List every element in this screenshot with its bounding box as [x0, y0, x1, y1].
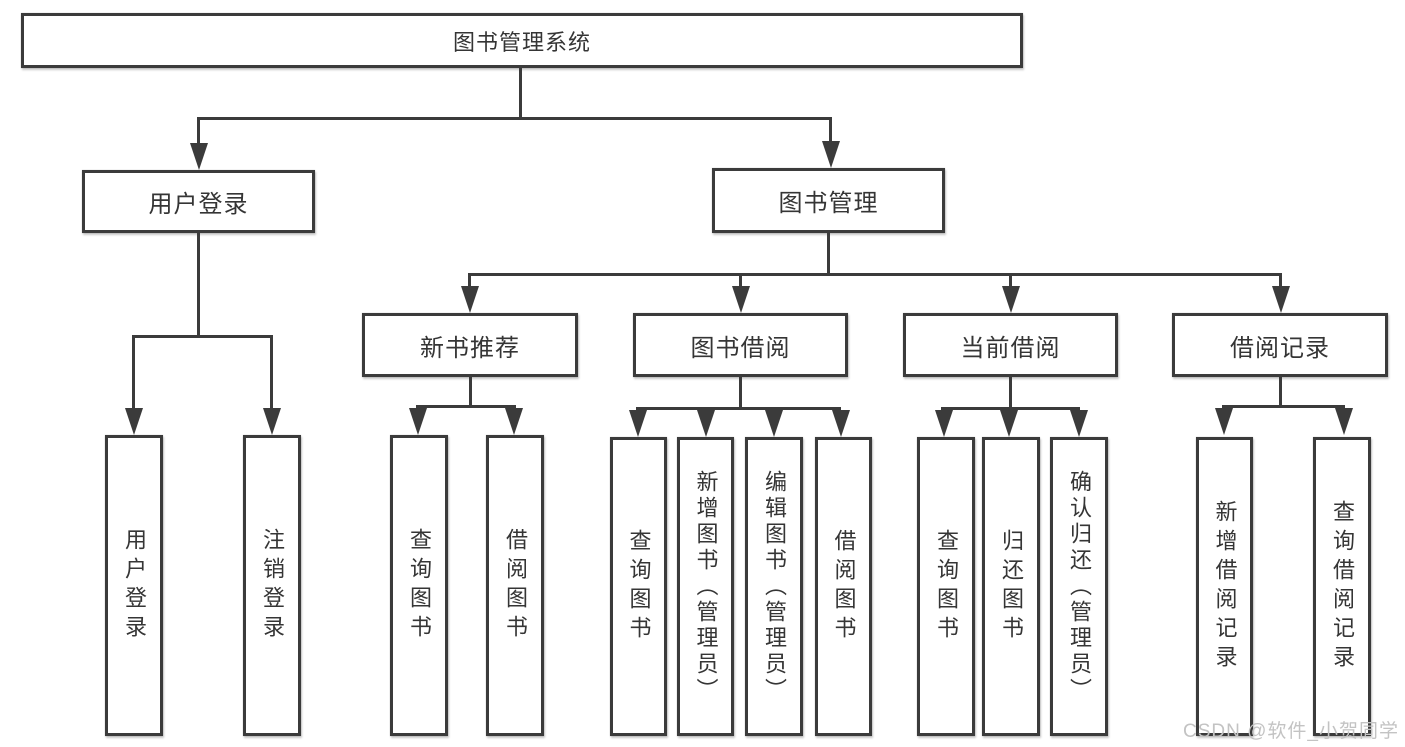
connector-vline	[739, 377, 742, 407]
connector-hline	[941, 407, 1080, 410]
connector-vline	[519, 68, 522, 117]
leaf-br-add-record: 新增借阅记录	[1196, 437, 1253, 736]
connector-vline	[197, 233, 200, 335]
arrow-down-icon	[461, 286, 479, 313]
arrow-down-icon	[190, 143, 208, 170]
connector-vline	[1279, 273, 1282, 287]
connector-hline	[132, 335, 273, 338]
node-label: 编辑图书（管理员）	[762, 469, 787, 704]
arrow-down-icon	[935, 410, 953, 437]
connector-vline	[270, 335, 273, 408]
connector-hline	[416, 405, 516, 408]
connector-vline	[829, 117, 832, 145]
node-label: 新书推荐	[420, 334, 520, 362]
node-label: 注销登录	[260, 527, 285, 644]
leaf-br-query-record: 查询借阅记录	[1313, 437, 1371, 736]
arrow-down-icon	[1002, 286, 1020, 313]
arrow-down-icon	[263, 408, 281, 435]
node-label: 查询图书	[407, 527, 432, 644]
connector-vline	[469, 377, 472, 405]
leaf-bb-add-book: 新增图书（管理员）	[677, 437, 734, 736]
node-label: 新增图书（管理员）	[693, 469, 719, 704]
arrow-down-icon	[1000, 410, 1018, 437]
node-current-borrow: 当前借阅	[903, 313, 1118, 377]
node-label: 图书管理系统	[452, 29, 591, 55]
csdn-watermark: CSDN @软件_小贺同学	[1183, 721, 1399, 742]
connector-vline	[468, 273, 471, 287]
leaf-ul-user-login: 用户登录	[105, 435, 163, 736]
arrow-down-icon	[409, 408, 427, 435]
arrow-down-icon	[629, 410, 647, 437]
node-book-borrow: 图书借阅	[633, 313, 848, 377]
connector-vline	[739, 273, 742, 287]
connector-hline	[197, 117, 832, 120]
leaf-bb-borrow-book: 借阅图书	[815, 437, 872, 736]
node-label: 图书管理	[778, 190, 879, 217]
node-label: 借阅图书	[503, 527, 528, 644]
arrow-down-icon	[765, 410, 783, 437]
connector-vline	[1009, 377, 1012, 407]
connector-vline	[1009, 273, 1012, 287]
arrow-down-icon	[697, 410, 715, 437]
connector-hline	[636, 407, 841, 410]
arrow-down-icon	[1215, 408, 1233, 435]
node-user-login: 用户登录	[82, 170, 315, 233]
arrow-down-icon	[125, 408, 143, 435]
connector-hline	[1222, 405, 1345, 408]
leaf-cb-return-book: 归还图书	[982, 437, 1040, 736]
connector-hline	[468, 273, 1282, 276]
node-label: 查询图书	[626, 528, 652, 645]
leaf-cb-query-book: 查询图书	[917, 437, 975, 736]
arrow-down-icon	[822, 141, 840, 168]
arrow-down-icon	[832, 410, 850, 437]
node-label: 用户登录	[122, 527, 147, 644]
node-borrow-record: 借阅记录	[1172, 313, 1388, 377]
leaf-bb-query-book: 查询图书	[610, 437, 667, 736]
arrow-down-icon	[1070, 410, 1088, 437]
node-book-management: 图书管理	[712, 168, 945, 233]
arrow-down-icon	[1335, 408, 1353, 435]
arrow-down-icon	[732, 286, 750, 313]
connector-vline	[1279, 377, 1282, 405]
node-label: 归还图书	[999, 528, 1024, 645]
node-label: 图书借阅	[690, 334, 791, 362]
leaf-bb-edit-book: 编辑图书（管理员）	[745, 437, 803, 736]
node-label: 借阅记录	[1230, 334, 1330, 362]
connector-vline	[827, 233, 830, 273]
node-label: 用户登录	[148, 191, 249, 218]
leaf-cb-confirm-return: 确认归还（管理员）	[1050, 437, 1108, 736]
leaf-ul-logout: 注销登录	[243, 435, 301, 736]
node-label: 当前借阅	[960, 334, 1061, 362]
connector-vline	[197, 117, 200, 145]
node-new-book-recommend: 新书推荐	[362, 313, 578, 377]
node-label: 查询图书	[934, 528, 959, 645]
node-label: 查询借阅记录	[1330, 499, 1355, 674]
arrow-down-icon	[505, 408, 523, 435]
leaf-nbr-borrow-book: 借阅图书	[486, 435, 544, 736]
node-label: 新增借阅记录	[1212, 499, 1238, 674]
node-label: 借阅图书	[831, 528, 857, 645]
connector-vline	[132, 335, 135, 408]
arrow-down-icon	[1272, 286, 1290, 313]
node-root: 图书管理系统	[21, 13, 1023, 68]
leaf-nbr-query-book: 查询图书	[390, 435, 448, 736]
node-label: 确认归还（管理员）	[1067, 469, 1092, 704]
